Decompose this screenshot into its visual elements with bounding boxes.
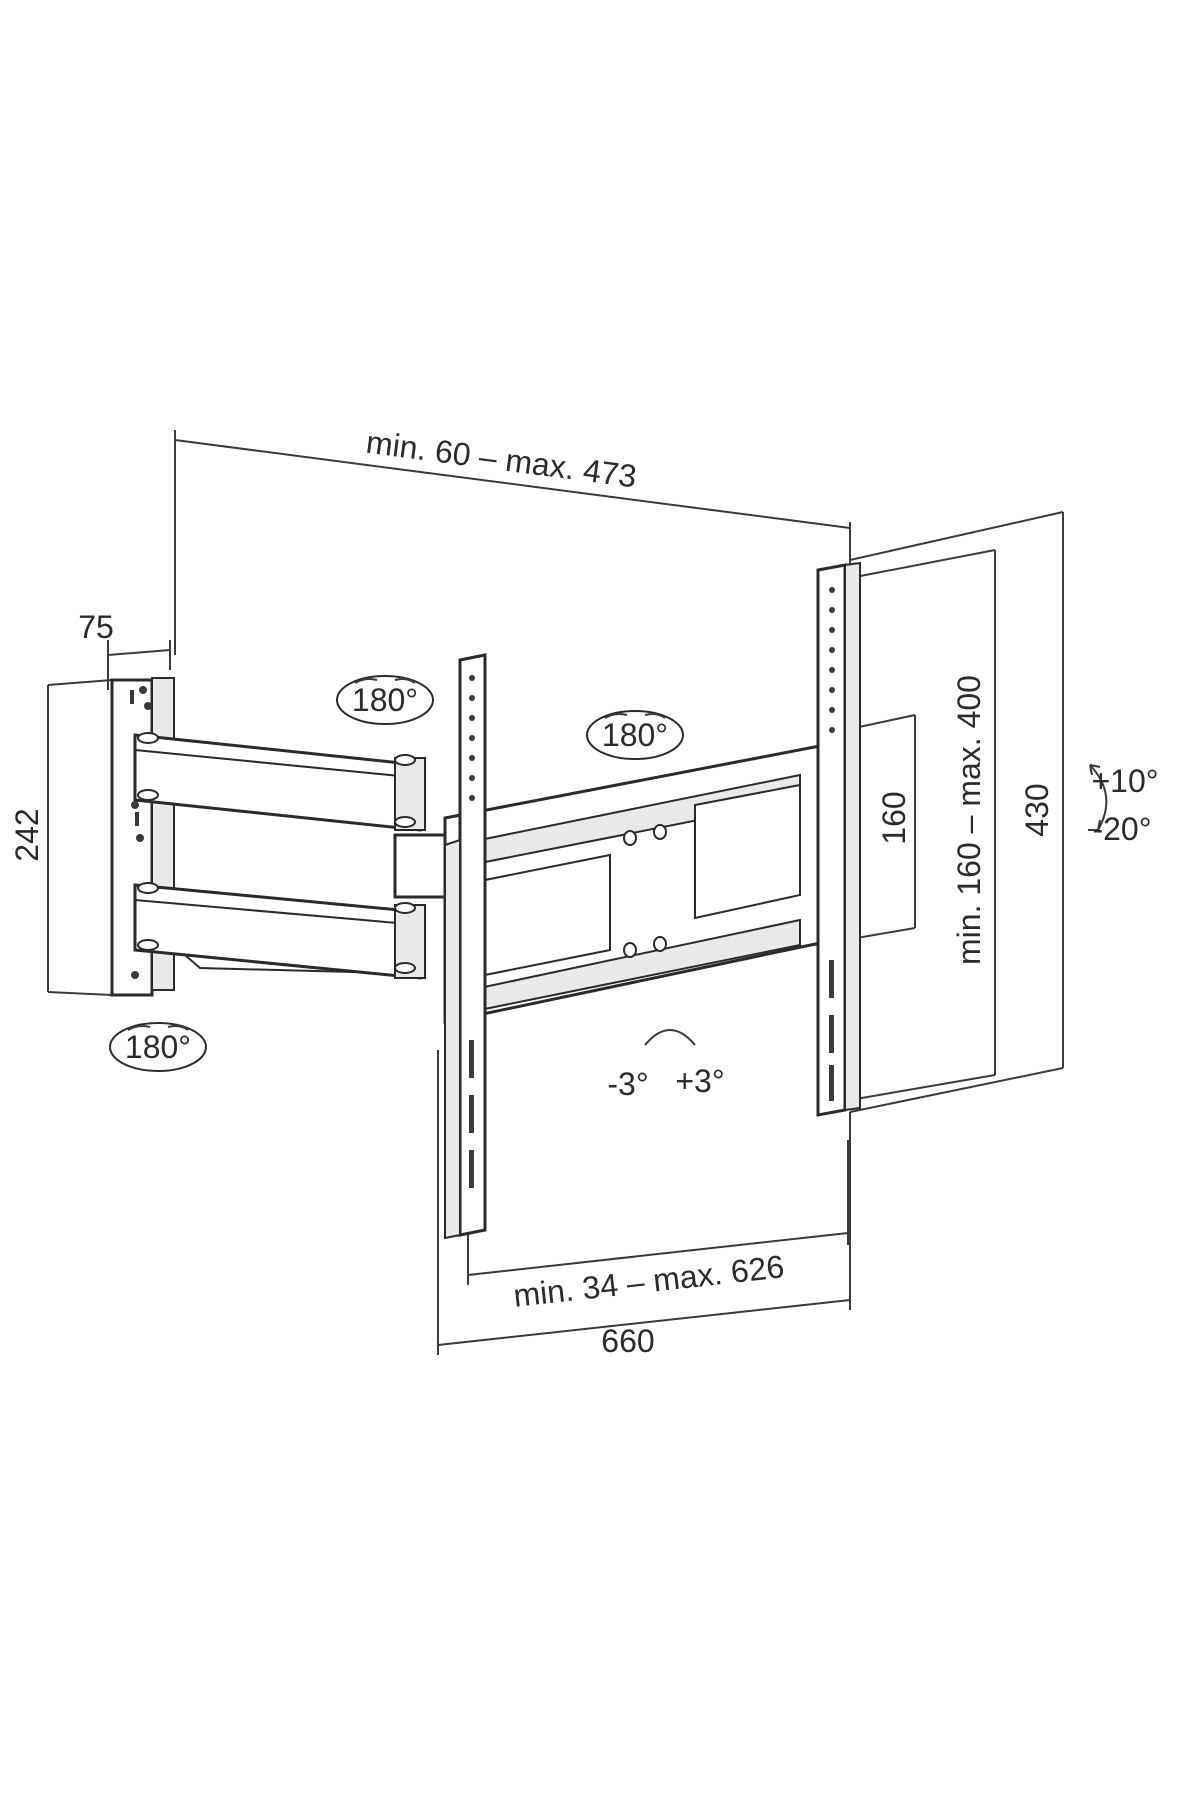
hinge-link <box>393 833 452 899</box>
right-vesa-rail <box>816 561 861 1117</box>
rotation-labels: 180° 180° 180° +10° -20° -3° +3° <box>125 682 1159 1102</box>
total-height-label: 430 <box>1019 783 1055 836</box>
wall-plate-height-label: 242 <box>9 808 45 861</box>
horizontal-vesa-range-label: min. 34 – max. 626 <box>512 1248 786 1314</box>
hole-spacing-label: 160 <box>876 791 912 844</box>
level-plus-label: +3° <box>675 1063 724 1099</box>
lower-arm <box>133 882 426 980</box>
tilt-up-label: +10° <box>1091 763 1158 799</box>
crossbar-frame <box>443 743 827 1024</box>
upper-arm <box>133 732 426 832</box>
tilt-down-label: -20° <box>1092 811 1151 847</box>
left-vesa-rail <box>444 653 487 1240</box>
vesa-vertical-range-label: min. 160 – max. 400 <box>951 675 987 965</box>
arm-swivel-label: 180° <box>352 682 418 718</box>
wall-swivel-label: 180° <box>125 1029 191 1065</box>
wall-plate-depth-label: 75 <box>78 609 114 645</box>
total-width-label: 660 <box>601 1323 654 1359</box>
head-swivel-label: 180° <box>602 717 668 753</box>
level-minus-label: -3° <box>607 1066 648 1102</box>
rotation-badges <box>109 675 684 1072</box>
arm-extension-label: min. 60 – max. 473 <box>364 424 639 495</box>
